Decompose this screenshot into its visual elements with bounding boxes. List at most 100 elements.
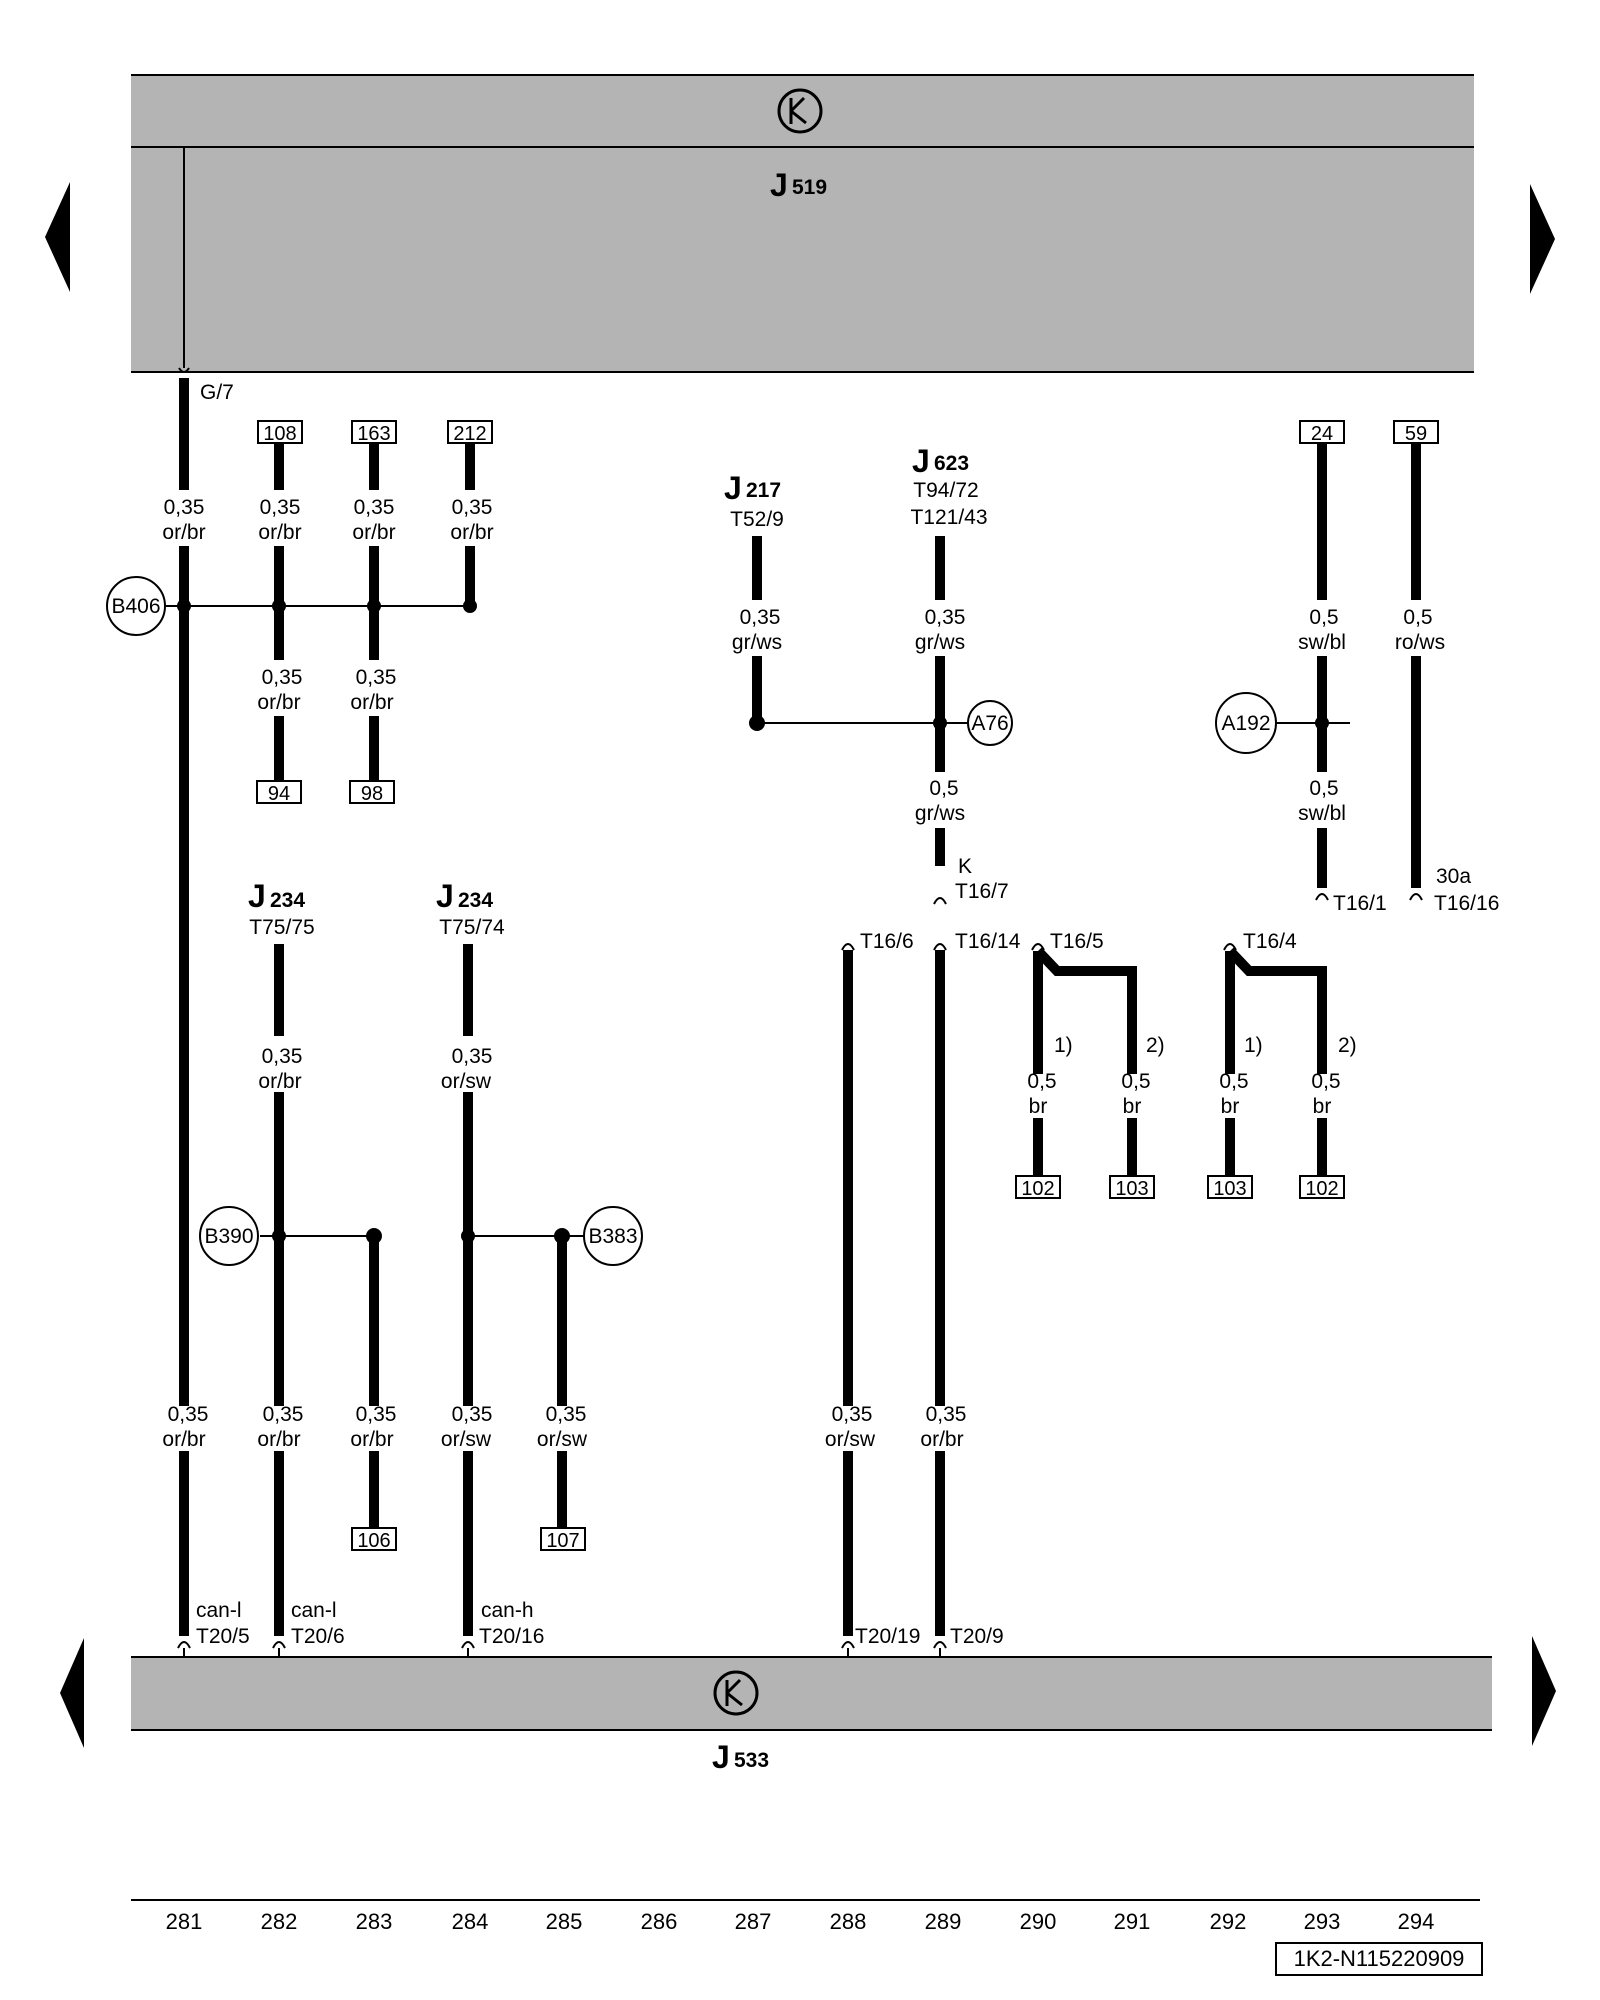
pin-label: K bbox=[958, 855, 972, 878]
wire-size: 0,5 bbox=[1403, 606, 1432, 629]
component-j217[interactable]: J 217 T52/9 bbox=[724, 470, 784, 531]
pin-label: can-h bbox=[481, 1599, 534, 1622]
component-j234-a[interactable]: J 234 T75/75 bbox=[248, 878, 315, 939]
wire-size: 0,35 bbox=[263, 1403, 304, 1426]
column-number: 281 bbox=[166, 1909, 203, 1934]
svg-text:212: 212 bbox=[453, 423, 486, 445]
column-number: 294 bbox=[1398, 1909, 1435, 1934]
ref-box-106[interactable]: 106 bbox=[351, 1527, 397, 1552]
wire-color: or/sw bbox=[825, 1428, 876, 1451]
svg-text:163: 163 bbox=[357, 423, 390, 445]
svg-text:217: 217 bbox=[746, 479, 781, 502]
svg-text:102: 102 bbox=[1305, 1178, 1338, 1200]
right-arrow-icon[interactable] bbox=[1530, 184, 1555, 294]
ref-box-94[interactable]: 94 bbox=[256, 780, 302, 805]
wire-size: 0,5 bbox=[929, 777, 958, 800]
wire-color: br bbox=[1221, 1095, 1240, 1118]
svg-text:J: J bbox=[436, 878, 454, 914]
ref-box-103[interactable]: 103 bbox=[1207, 1175, 1253, 1200]
left-arrow-icon[interactable] bbox=[60, 1638, 84, 1748]
column-number: 285 bbox=[546, 1909, 583, 1934]
wire-color: or/br bbox=[162, 521, 205, 544]
svg-text:94: 94 bbox=[268, 783, 290, 805]
ref-box-98[interactable]: 98 bbox=[349, 780, 395, 805]
ref-box-103[interactable]: 103 bbox=[1109, 1175, 1155, 1200]
column-number: 293 bbox=[1304, 1909, 1341, 1934]
svg-text:B406: B406 bbox=[111, 595, 160, 618]
column-numbers: 281 282 283 284 285 286 287 288 289 290 … bbox=[166, 1909, 1435, 1934]
connector-b383[interactable]: B383 bbox=[583, 1206, 643, 1266]
column-number: 287 bbox=[735, 1909, 772, 1934]
svg-text:A76: A76 bbox=[971, 712, 1008, 735]
wire-size: 0,35 bbox=[832, 1403, 873, 1426]
svg-text:A192: A192 bbox=[1221, 712, 1270, 735]
pin-label: T20/5 bbox=[196, 1625, 250, 1648]
pin-label: T16/4 bbox=[1243, 930, 1297, 953]
ref-box-24[interactable]: 24 bbox=[1299, 420, 1345, 445]
svg-text:103: 103 bbox=[1213, 1178, 1246, 1200]
wire-size: 0,35 bbox=[452, 1403, 493, 1426]
column-number: 282 bbox=[261, 1909, 298, 1934]
wire-size: 0,35 bbox=[356, 1403, 397, 1426]
ref-box-108[interactable]: 108 bbox=[257, 420, 303, 445]
svg-text:107: 107 bbox=[546, 1530, 579, 1552]
wire-color: or/sw bbox=[441, 1070, 492, 1093]
svg-text:J: J bbox=[912, 443, 930, 479]
pin-label: T20/6 bbox=[291, 1625, 345, 1648]
ref-box-59[interactable]: 59 bbox=[1393, 420, 1439, 445]
bus-symbol-icon bbox=[777, 88, 823, 134]
wire-size: 0,5 bbox=[1309, 777, 1338, 800]
wire-size: 0,35 bbox=[740, 606, 781, 629]
connector-a192[interactable]: A192 bbox=[1215, 692, 1277, 754]
wire-size: 0,5 bbox=[1219, 1070, 1248, 1093]
svg-text:234: 234 bbox=[458, 889, 493, 912]
ref-box-163[interactable]: 163 bbox=[351, 420, 397, 445]
module-j533-name: J bbox=[712, 1739, 730, 1775]
connector-b390[interactable]: B390 bbox=[199, 1206, 259, 1266]
wire-color: br bbox=[1123, 1095, 1142, 1118]
ref-box-107[interactable]: 107 bbox=[540, 1527, 586, 1552]
wire-color: or/sw bbox=[441, 1428, 492, 1451]
variant-label: 1) bbox=[1244, 1034, 1263, 1057]
wire-size: 0,35 bbox=[262, 666, 303, 689]
pin-label: T20/19 bbox=[855, 1625, 920, 1648]
pin-label: T16/5 bbox=[1050, 930, 1104, 953]
wire-color: ro/ws bbox=[1395, 631, 1445, 654]
svg-text:234: 234 bbox=[270, 889, 305, 912]
wire-color: gr/ws bbox=[732, 631, 782, 654]
svg-text:102: 102 bbox=[1021, 1178, 1054, 1200]
wire-size: 0,35 bbox=[926, 1403, 967, 1426]
connector-b406[interactable]: B406 bbox=[106, 576, 166, 636]
svg-text:T52/9: T52/9 bbox=[730, 508, 784, 531]
wire-color: or/br bbox=[257, 1428, 300, 1451]
ref-box-102[interactable]: 102 bbox=[1299, 1175, 1345, 1200]
wire-size: 0,35 bbox=[354, 496, 395, 519]
wire-size: 0,5 bbox=[1311, 1070, 1340, 1093]
pin-label: T16/1 bbox=[1333, 892, 1387, 915]
svg-text:106: 106 bbox=[357, 1530, 390, 1552]
component-j234-b[interactable]: J 234 T75/74 bbox=[436, 878, 505, 939]
svg-text:623: 623 bbox=[934, 452, 969, 475]
left-arrow-icon[interactable] bbox=[45, 182, 70, 292]
svg-text:24: 24 bbox=[1311, 423, 1333, 445]
wire-color: or/br bbox=[258, 521, 301, 544]
svg-text:J: J bbox=[724, 470, 742, 506]
column-number: 286 bbox=[641, 1909, 678, 1934]
svg-text:103: 103 bbox=[1115, 1178, 1148, 1200]
wire-color: br bbox=[1313, 1095, 1332, 1118]
wire-size: 0,35 bbox=[356, 666, 397, 689]
connector-a76[interactable]: A76 bbox=[967, 700, 1013, 746]
ref-box-212[interactable]: 212 bbox=[447, 420, 493, 445]
wire-color: or/br bbox=[162, 1428, 205, 1451]
wire-size: 0,35 bbox=[260, 496, 301, 519]
ref-box-102[interactable]: 102 bbox=[1015, 1175, 1061, 1200]
module-j533-number: 533 bbox=[734, 1749, 769, 1772]
wire-size: 0,35 bbox=[452, 1045, 493, 1068]
document-id: 1K2-N115220909 bbox=[1275, 1942, 1483, 1976]
column-number: 283 bbox=[356, 1909, 393, 1934]
right-arrow-icon[interactable] bbox=[1532, 1636, 1556, 1746]
svg-text:T75/74: T75/74 bbox=[439, 916, 505, 939]
component-j623[interactable]: J 623 T94/72 T121/43 bbox=[910, 443, 987, 529]
wire-size: 0,5 bbox=[1027, 1070, 1056, 1093]
pin-label: can-l bbox=[291, 1599, 337, 1622]
